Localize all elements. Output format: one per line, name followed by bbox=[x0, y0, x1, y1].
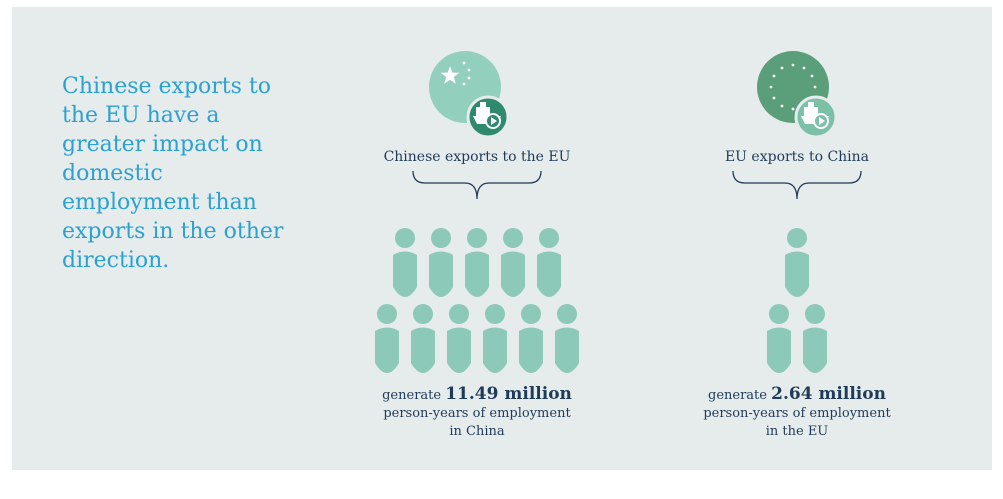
caption-line-3: in the EU bbox=[765, 424, 829, 439]
person-icon bbox=[519, 304, 543, 373]
infographic-panel: Chinese exports to the EU have a greater… bbox=[12, 7, 992, 470]
export-badge-icon bbox=[466, 95, 510, 139]
caption-line-2: person-years of employment bbox=[703, 406, 891, 421]
person-icon bbox=[501, 228, 525, 297]
person-icon bbox=[429, 228, 453, 297]
column-chinese-exports: Chinese exports to the EU bbox=[357, 7, 597, 470]
people-group-china bbox=[375, 228, 579, 373]
person-icon bbox=[411, 304, 435, 373]
caption-china: generate 11.49 million person-years of e… bbox=[357, 385, 597, 441]
caption-line-2: person-years of employment bbox=[383, 406, 571, 421]
person-icon bbox=[375, 304, 399, 373]
person-icon bbox=[393, 228, 417, 297]
caption-eu: generate 2.64 million person-years of em… bbox=[677, 385, 917, 441]
person-icon bbox=[483, 304, 507, 373]
person-icon bbox=[803, 304, 827, 373]
generate-word: generate bbox=[708, 388, 767, 403]
people-group-eu bbox=[767, 228, 827, 373]
curly-brace bbox=[732, 170, 862, 200]
column-label: EU exports to China bbox=[724, 149, 870, 165]
china-flag-icon bbox=[429, 51, 510, 139]
employment-value: 11.49 million bbox=[445, 384, 572, 404]
employment-value: 2.64 million bbox=[771, 384, 886, 404]
column-eu-exports: EU exports to China generate 2.64 millio… bbox=[677, 7, 917, 470]
export-badge-icon bbox=[794, 95, 838, 139]
eu-flag-icon bbox=[757, 51, 838, 139]
headline: Chinese exports to the EU have a greater… bbox=[62, 74, 284, 273]
person-icon bbox=[767, 304, 791, 373]
person-icon bbox=[465, 228, 489, 297]
person-icon bbox=[537, 228, 561, 297]
curly-brace bbox=[412, 170, 542, 200]
person-icon bbox=[785, 228, 809, 297]
person-icon bbox=[447, 304, 471, 373]
caption-line-3: in China bbox=[449, 424, 505, 439]
generate-word: generate bbox=[382, 388, 442, 403]
person-icon bbox=[555, 304, 579, 373]
column-label: Chinese exports to the EU bbox=[383, 149, 571, 165]
